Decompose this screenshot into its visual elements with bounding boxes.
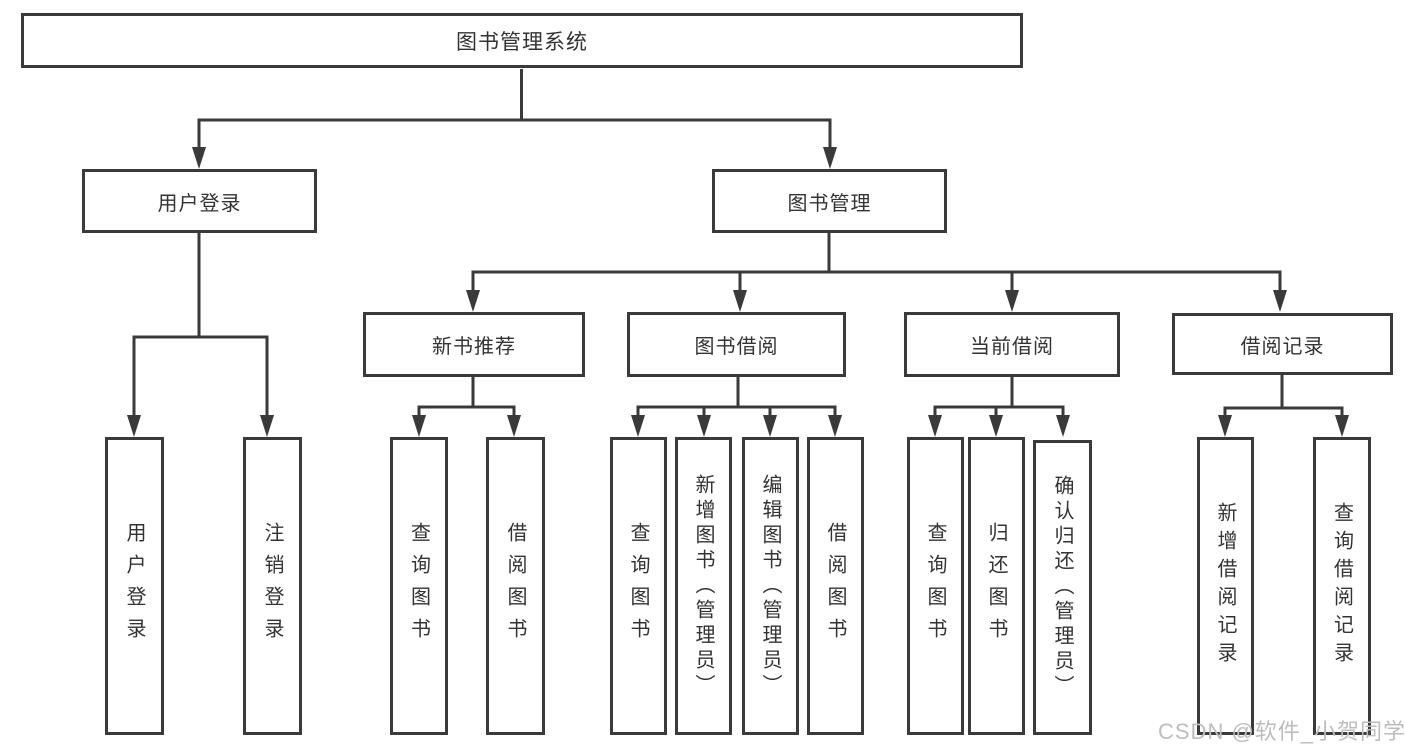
leaf-query-books-recommend: 查询图书	[390, 437, 448, 735]
arrowhead-leaf-bb-edit	[763, 415, 777, 437]
leaf-user-login: 用户登录	[105, 437, 164, 735]
arrowhead-leaf-rec-query	[412, 415, 426, 437]
arrowhead-current-borrow	[1005, 290, 1019, 312]
arrowhead-leaf-br-query	[1335, 415, 1349, 437]
leaf-edit-books-admin: 编辑图书（管理员）	[742, 437, 799, 735]
node-borrowing-records: 借阅记录	[1172, 313, 1393, 375]
connector-user-login-to-leaves	[132, 233, 269, 421]
node-current-borrowing: 当前借阅	[904, 312, 1120, 377]
arrowhead-new-book	[466, 290, 480, 312]
leaf-confirm-return-admin: 确认归还（管理员）	[1033, 440, 1092, 735]
node-book-borrowing: 图书借阅	[627, 312, 846, 377]
leaf-query-books-current: 查询图书	[907, 437, 964, 735]
connector-borrow-records-to-leaves	[1223, 375, 1344, 421]
node-book-management: 图书管理	[712, 169, 947, 233]
arrowhead-leaf-bb-add	[697, 415, 711, 437]
node-user-login: 用户登录	[82, 169, 317, 233]
arrowhead-book-borrow	[733, 290, 747, 312]
arrowhead-book-management	[823, 147, 837, 169]
leaf-add-books-admin: 新增图书（管理员）	[675, 437, 732, 735]
leaf-borrow-books-recommend: 借阅图书	[486, 437, 545, 735]
arrowhead-leaf-bb-query	[631, 415, 645, 437]
leaf-add-borrow-record: 新增借阅记录	[1197, 437, 1254, 735]
leaf-query-borrow-record: 查询借阅记录	[1313, 437, 1371, 735]
leaf-logout: 注销登录	[243, 437, 302, 735]
leaf-return-books: 归还图书	[968, 437, 1025, 735]
arrowhead-user-login	[192, 147, 206, 169]
arrowhead-leaf-user-login	[127, 415, 141, 437]
connector-book-borrow-to-leaves	[636, 377, 837, 421]
watermark: CSDN @软件_小贺同学	[1158, 719, 1405, 744]
connector-book-management-to-categories	[471, 233, 1282, 296]
arrowhead-leaf-rec-borrow	[507, 415, 521, 437]
connector-new-book-to-leaves	[417, 377, 516, 421]
connector-root-to-level2	[197, 69, 832, 153]
arrowhead-leaf-bb-borrow	[828, 415, 842, 437]
arrowhead-leaf-cb-query	[928, 415, 942, 437]
arrowhead-borrow-records	[1273, 290, 1287, 312]
connector-current-borrow-to-leaves	[933, 377, 1065, 421]
arrowhead-leaf-logout	[260, 415, 274, 437]
arrowhead-leaf-cb-return	[989, 415, 1003, 437]
node-library-management-system: 图书管理系统	[21, 13, 1023, 68]
node-new-book-recommend: 新书推荐	[363, 312, 585, 377]
arrowhead-leaf-cb-confirm	[1056, 415, 1070, 437]
arrowhead-leaf-br-add	[1218, 415, 1232, 437]
leaf-borrow-books-borrowing: 借阅图书	[807, 437, 864, 735]
leaf-query-books-borrowing: 查询图书	[610, 437, 667, 735]
